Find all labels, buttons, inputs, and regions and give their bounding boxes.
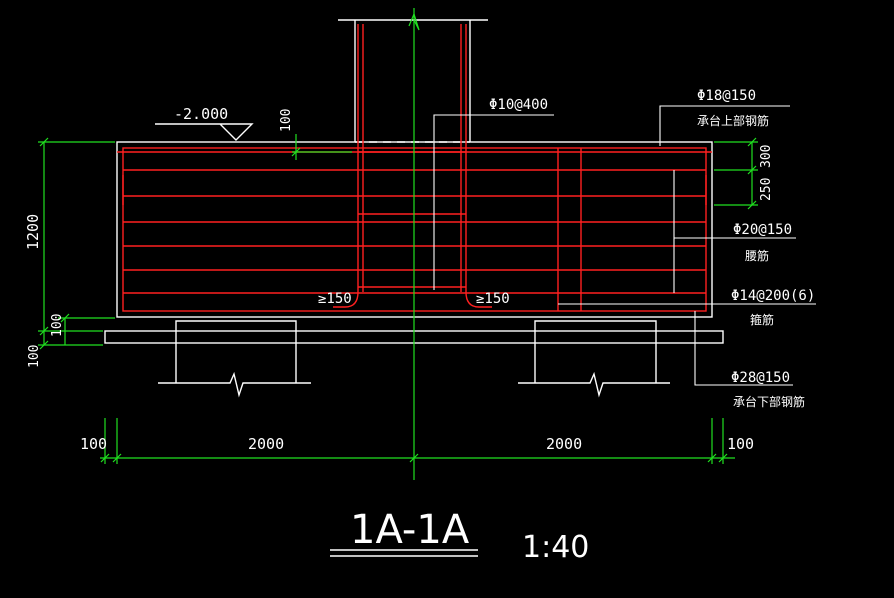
- dim-right-edge: 100: [727, 435, 754, 453]
- tick-9: [718, 453, 728, 463]
- elevation-label: -2.000: [174, 105, 228, 123]
- tick-10: [747, 137, 757, 147]
- tick-8: [707, 453, 717, 463]
- tick-11: [747, 165, 757, 175]
- top-bar-desc: 承台上部钢筋: [697, 113, 769, 128]
- tick-5: [100, 453, 110, 463]
- column-bar-right: [465, 24, 492, 308]
- bottom-bar-label: Φ28@150: [731, 370, 790, 386]
- dim-left-edge: 100: [80, 435, 107, 453]
- dim-right-top: 300: [759, 145, 774, 168]
- tick-7: [409, 453, 419, 463]
- tie-bar-label: Φ14@200(6): [731, 288, 815, 304]
- pile-left: [175, 320, 297, 383]
- drawing-title: 1A-1A: [350, 507, 470, 553]
- dimension-group: [38, 8, 758, 480]
- dim-span-right: 2000: [546, 435, 582, 453]
- dim-bottom-cover-b: 100: [27, 345, 42, 368]
- top-bar-label: Φ18@150: [697, 88, 756, 104]
- hook-right-label: ≥150: [476, 291, 510, 307]
- tick-13: [291, 147, 301, 157]
- text-group: -2.000 Φ10@400 Φ18@150 承台上部钢筋 Φ20@150 腰筋…: [24, 88, 815, 565]
- dim-top-offset: 100: [279, 109, 294, 132]
- leader-bottom-bar: [694, 311, 793, 386]
- center-break: [408, 12, 420, 31]
- tick-3: [39, 340, 49, 350]
- pile-right: [534, 320, 657, 383]
- dim-height-total: 1200: [24, 214, 42, 250]
- column-bar-left: [333, 24, 359, 308]
- dim-span-left: 2000: [248, 435, 284, 453]
- stirrup-column-label: Φ10@400: [489, 97, 548, 113]
- tick-4: [60, 313, 70, 323]
- elevation-marker: [155, 123, 254, 141]
- dim-bottom-cover-a: 100: [50, 314, 65, 337]
- tick-2: [39, 326, 49, 336]
- dim-right-second: 250: [759, 178, 774, 201]
- hook-left-label: ≥150: [318, 291, 352, 307]
- drawing-scale: 1:40: [522, 530, 589, 565]
- pile-left-break: [158, 371, 311, 398]
- leader-top-bar: [659, 105, 790, 146]
- pile-right-break: [518, 371, 670, 398]
- waist-bar-desc: 腰筋: [745, 248, 769, 263]
- bottom-bar-desc: 承台下部钢筋: [733, 394, 805, 409]
- waist-bar-label: Φ20@150: [733, 222, 792, 238]
- tick-1: [39, 137, 49, 147]
- tick-12: [747, 200, 757, 210]
- tick-6: [112, 453, 122, 463]
- leader-group: [330, 105, 816, 557]
- leader-stirrup: [433, 114, 554, 290]
- tie-bar-desc: 箍筋: [750, 312, 774, 327]
